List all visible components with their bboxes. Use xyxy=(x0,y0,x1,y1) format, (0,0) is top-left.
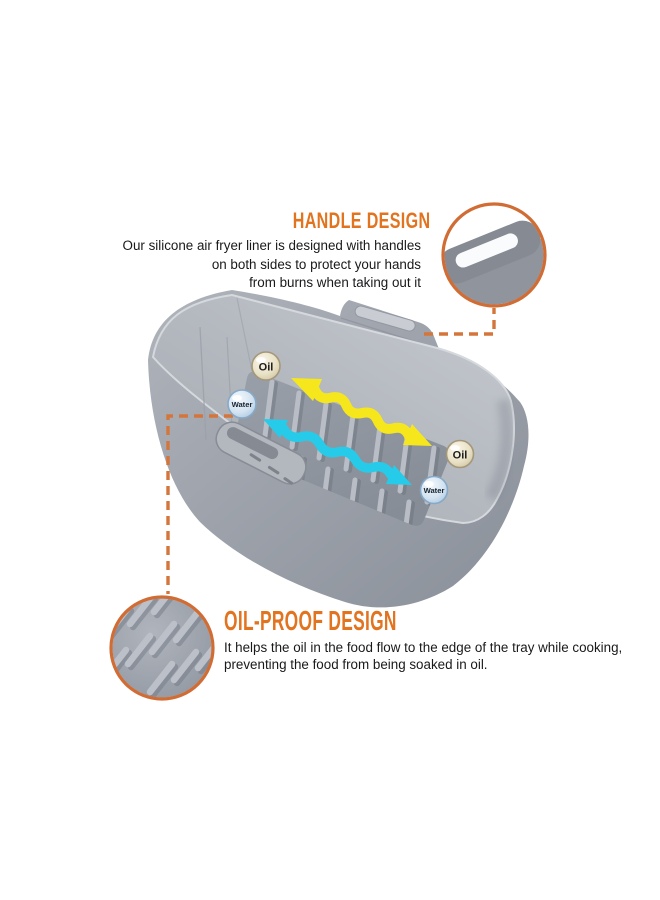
top-handle-hole xyxy=(354,305,416,332)
corner-seam xyxy=(236,297,253,372)
description-line: on both sides to protect your hands xyxy=(211,256,421,272)
description-line: preventing the food from being soaked in… xyxy=(224,657,488,673)
oil-proof-design-section: OIL-PROOF DESIGN It helps the oil in the… xyxy=(224,606,622,674)
oil-droplet-badge: Oil xyxy=(251,351,281,381)
oil-proof-design-description: It helps the oil in the food flow to the… xyxy=(224,639,622,674)
handle-design-title: HANDLE DESIGN xyxy=(292,208,430,233)
handle-callout-connector xyxy=(424,308,496,336)
oil-label: Oil xyxy=(453,450,468,462)
water-droplet-badge: Water xyxy=(419,475,449,505)
description-line: It helps the oil in the food flow to the… xyxy=(224,640,623,655)
water-droplet-badge: Water xyxy=(227,389,257,419)
texture-callout-connector xyxy=(166,414,233,594)
water-label: Water xyxy=(424,486,445,495)
oil-label: Oil xyxy=(259,362,274,374)
water-flow-arrow xyxy=(263,419,412,485)
callout-ring xyxy=(441,202,547,308)
callout-ring xyxy=(109,595,215,701)
air-fryer-liner xyxy=(148,290,529,608)
wall-seam xyxy=(199,326,207,441)
oil-droplet-badge: Oil xyxy=(445,439,475,469)
side-handle xyxy=(215,421,307,485)
handle-design-section: HANDLE DESIGN Our silicone air fryer lin… xyxy=(123,209,430,293)
description-line: from burns when taking out it xyxy=(249,275,421,291)
oil-flow-arrow xyxy=(291,378,432,446)
water-label: Water xyxy=(232,400,253,409)
description-line: Our silicone air fryer liner is designed… xyxy=(122,238,421,253)
oil-proof-design-title: OIL-PROOF DESIGN xyxy=(224,605,397,636)
inner-corner-shadow xyxy=(485,398,514,502)
handle-design-description: Our silicone air fryer liner is designed… xyxy=(123,237,421,293)
texture-zoom-callout xyxy=(109,595,215,701)
